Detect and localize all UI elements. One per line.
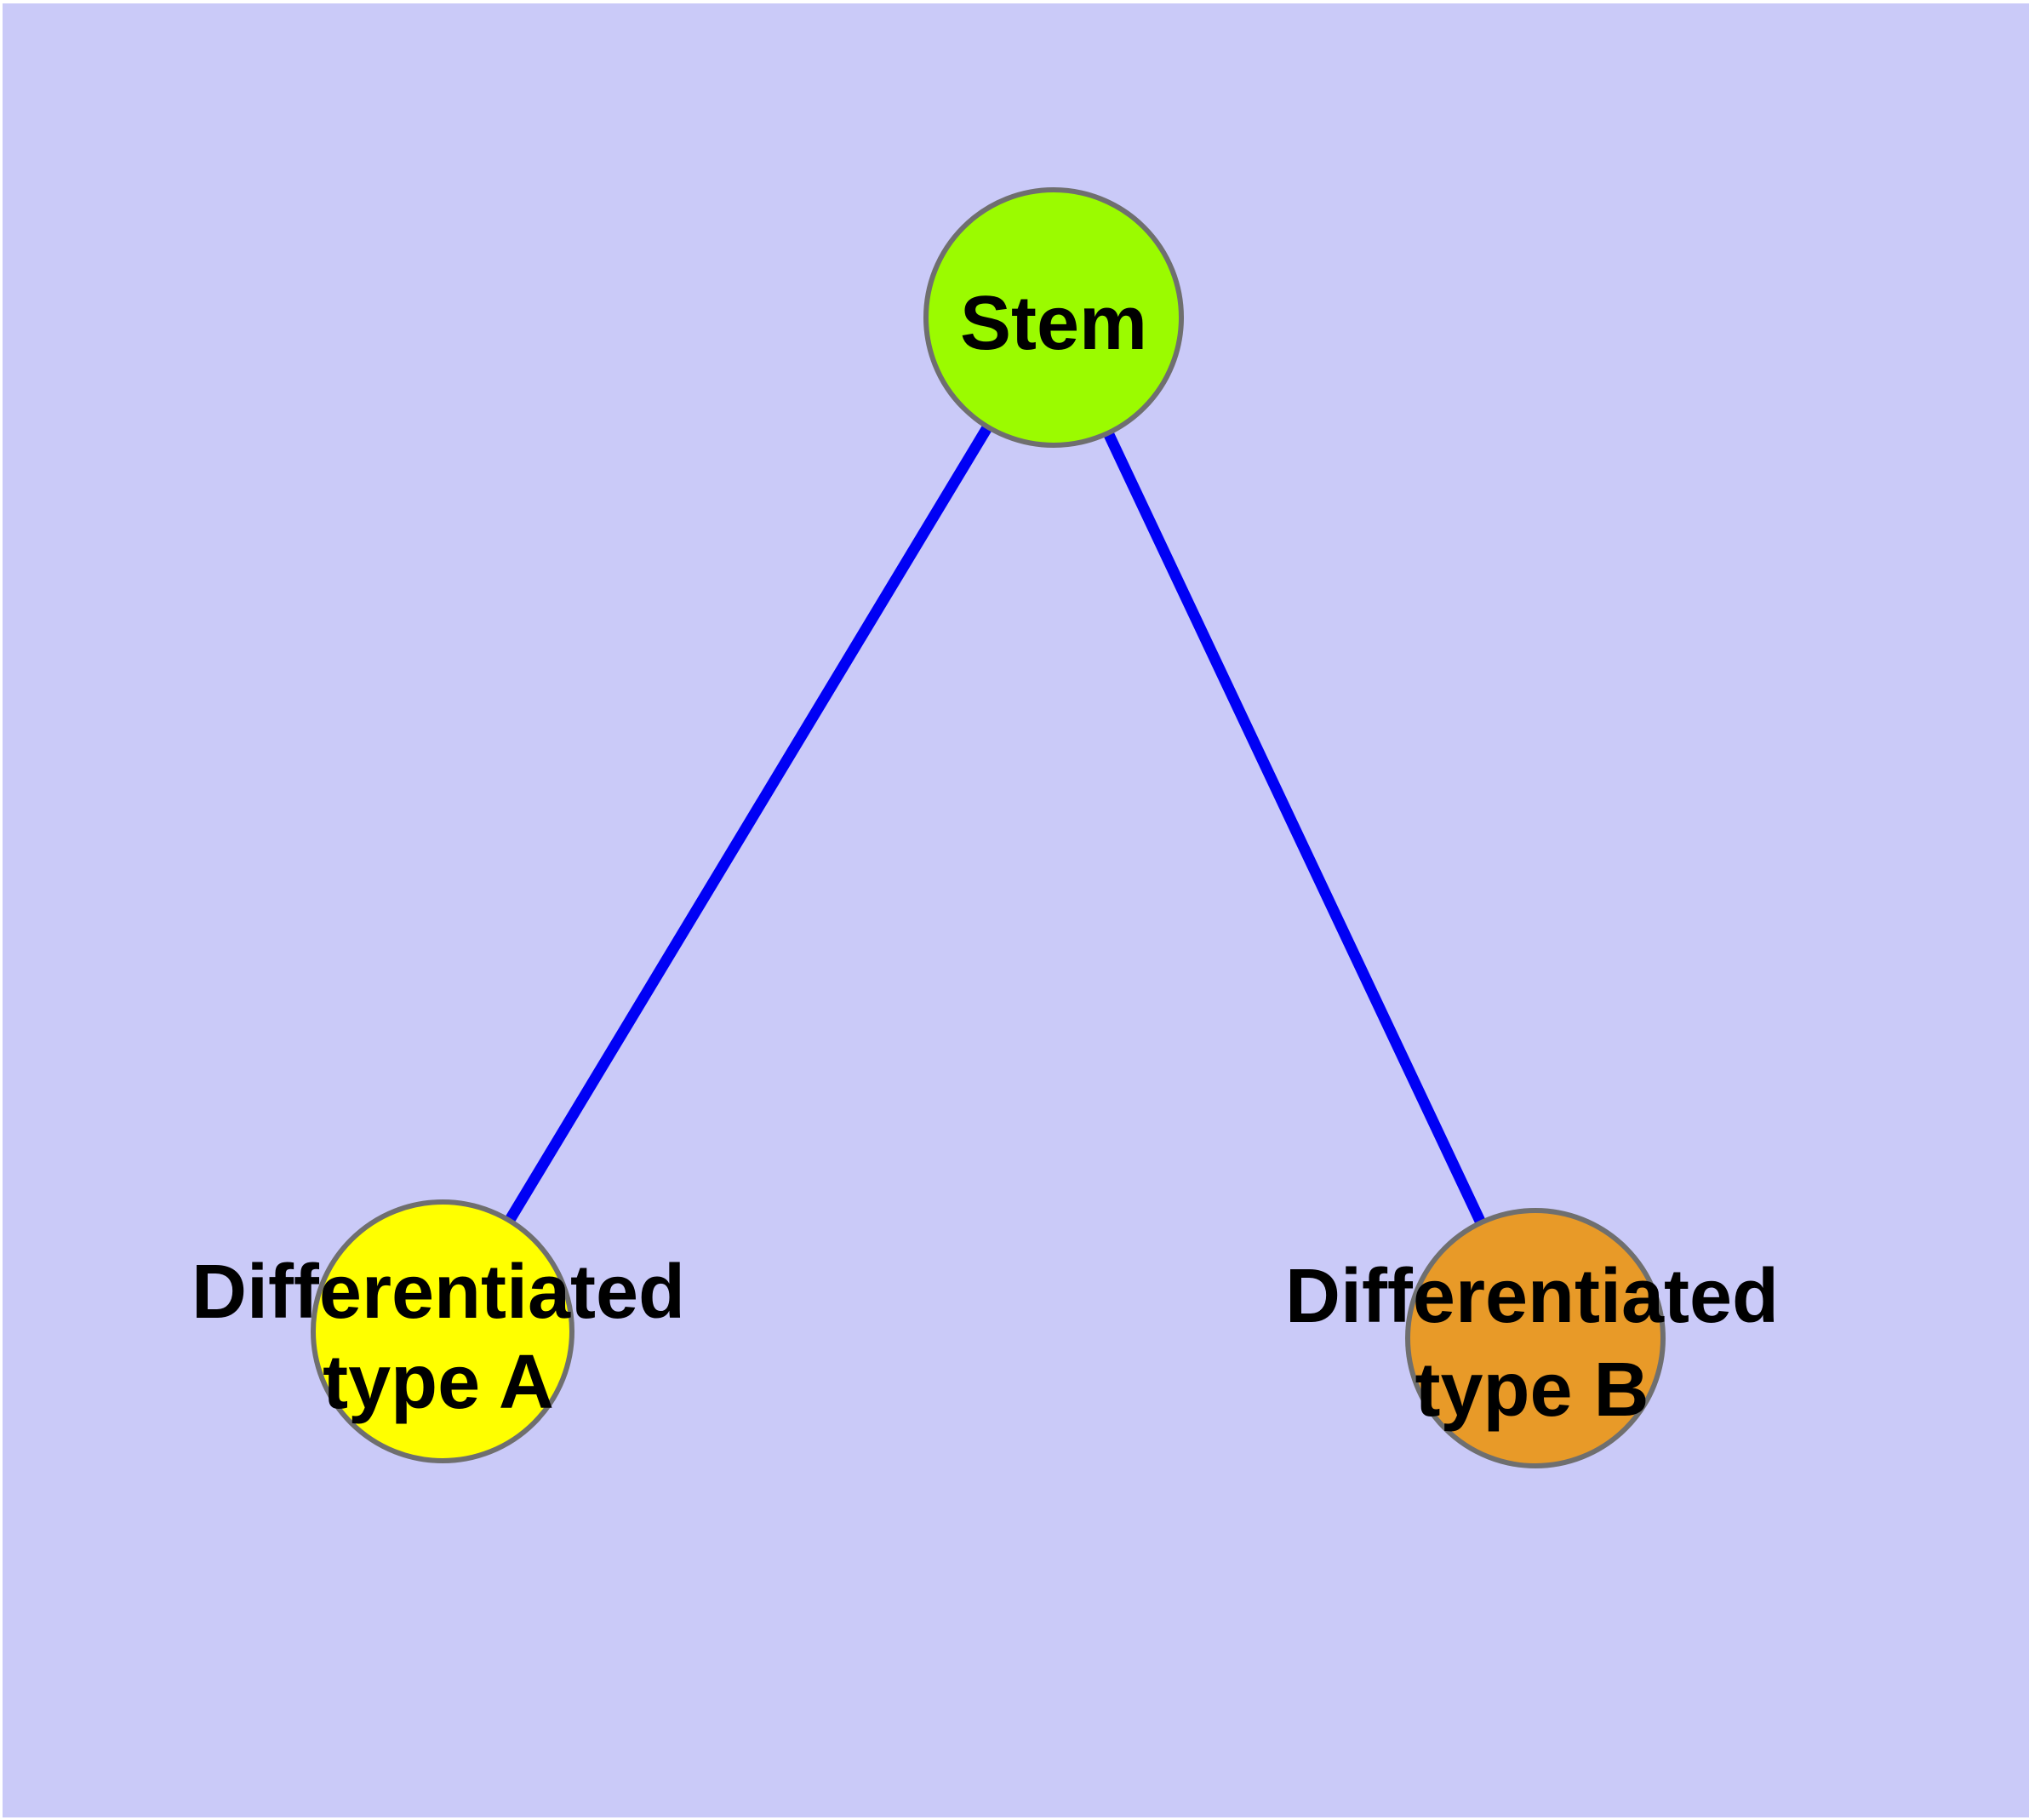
edge-stem-to-type-a bbox=[437, 314, 1059, 1335]
node-differentiated-type-a bbox=[311, 1199, 574, 1463]
node-type-a-label-line2: type A bbox=[323, 1340, 554, 1425]
node-type-b-label-line2: type B bbox=[1415, 1348, 1649, 1433]
edge-stem-to-type-b bbox=[1049, 315, 1540, 1341]
node-type-b-label-line1: Differentiated bbox=[1285, 1254, 1779, 1339]
node-type-a-label-line1: Differentiated bbox=[191, 1250, 685, 1335]
node-stem-label: Stem bbox=[960, 281, 1147, 366]
node-stem bbox=[923, 187, 1184, 448]
node-differentiated-type-b bbox=[1405, 1208, 1666, 1468]
